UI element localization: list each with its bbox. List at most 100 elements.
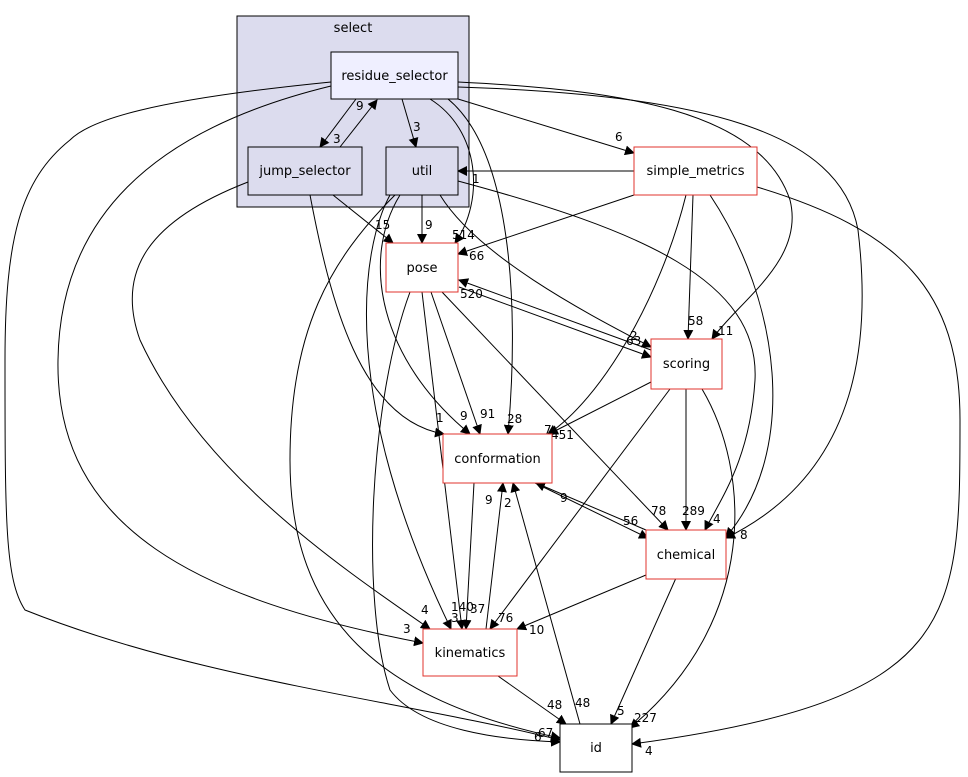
edge-pose-kinematics xyxy=(421,291,466,630)
edge-pose-conformation xyxy=(430,291,482,435)
edge-jump-selector-pose xyxy=(332,194,394,244)
edge-label-conformation-id: 48 xyxy=(575,696,590,710)
edge-label-util-conformation: 9 xyxy=(460,409,468,423)
edges xyxy=(4,81,961,748)
edge-jump-selector-conformation xyxy=(309,194,445,438)
edge-scoring-pose xyxy=(458,278,652,351)
edge-label-util-id: 6 xyxy=(534,730,542,744)
node-kinematics[interactable]: kinematics xyxy=(422,628,518,677)
edge-pose-id xyxy=(372,291,561,747)
edge-label-residue-selector-simple-metrics: 6 xyxy=(615,130,623,144)
node-label-residue-selector: residue_selector xyxy=(341,69,448,84)
edge-residue-selector-id xyxy=(4,81,561,743)
edge-simple-metrics-conformation xyxy=(547,194,687,435)
edge-label-id-conformation: 2 xyxy=(504,496,512,510)
edge-label-util-chemical: 4 xyxy=(713,512,721,526)
edge-conformation-chemical xyxy=(534,482,649,539)
edge-simple-metrics-scoring xyxy=(683,194,694,340)
edge-labels: 3 9 3 6 1 15 9 514 66 520 63 2 58 11 1 9… xyxy=(333,99,748,758)
edge-label-residue-selector-scoring: 11 xyxy=(718,324,733,338)
node-label-pose: pose xyxy=(407,261,438,276)
edge-label-kinematics-id: 48 xyxy=(547,698,562,712)
edge-simple-metrics-chemical xyxy=(709,194,774,538)
edge-scoring-id xyxy=(629,388,736,729)
edge-label-jump-selector-conformation: 1 xyxy=(436,411,444,425)
node-id[interactable]: id xyxy=(559,723,633,773)
edge-util-chemical xyxy=(457,180,756,531)
edge-label-scoring-conformation: 451 xyxy=(551,428,574,442)
node-label-util: util xyxy=(412,164,433,179)
edge-label-util-scoring: 2 xyxy=(630,329,638,343)
edge-label-scoring-kinematics: 76 xyxy=(498,611,513,625)
edge-simple-metrics-id xyxy=(631,186,961,748)
edge-id-conformation xyxy=(510,482,581,725)
edge-kinematics-id xyxy=(497,675,567,725)
edge-label-simple-metrics-scoring: 58 xyxy=(688,314,703,328)
edge-label-residue-selector-jump-selector: 3 xyxy=(333,132,341,146)
edge-conformation-kinematics xyxy=(461,482,475,630)
edge-label-simple-metrics-id: 4 xyxy=(645,744,653,758)
edge-residue-selector-util xyxy=(401,98,419,148)
node-conformation[interactable]: conformation xyxy=(442,433,553,484)
edge-label-jump-selector-kinematics: 4 xyxy=(421,603,429,617)
node-scoring[interactable]: scoring xyxy=(650,338,723,390)
edge-residue-selector-kinematics xyxy=(57,85,424,647)
edge-pose-chemical xyxy=(441,291,669,531)
edge-residue-selector-scoring xyxy=(457,81,793,340)
edge-label-jump-selector-residue-selector: 9 xyxy=(356,99,364,113)
edge-label-chemical-id: 5 xyxy=(617,704,625,718)
edge-label-chemical-conformation: 9 xyxy=(560,491,568,505)
node-util[interactable]: util xyxy=(385,146,459,196)
edge-simple-metrics-pose xyxy=(457,194,635,256)
edge-kinematics-conformation xyxy=(485,482,507,630)
node-residue-selector[interactable]: residue_selector xyxy=(330,51,459,100)
edge-label-residue-selector-kinematics: 3 xyxy=(403,622,411,636)
edge-label-residue-selector-conformation: 28 xyxy=(507,412,522,426)
edge-label-util-kinematics: 140 xyxy=(451,600,474,614)
edge-label-scoring-id: 227 xyxy=(634,711,657,725)
edge-util-id xyxy=(289,194,561,742)
edge-label-conformation-kinematics: 3 xyxy=(451,611,459,625)
node-label-scoring: scoring xyxy=(663,357,710,372)
edge-label-pose-scoring: 63 xyxy=(626,334,641,348)
nodes: residue_selector jump_selector util simp… xyxy=(247,51,758,773)
edge-residue-selector-simple-metrics xyxy=(457,98,635,156)
edge-label-simple-metrics-util: 1 xyxy=(472,172,480,186)
edge-util-kinematics xyxy=(365,194,452,630)
edge-scoring-conformation xyxy=(548,381,652,435)
node-pose[interactable]: pose xyxy=(385,242,459,293)
edge-label-pose-kinematics: 37 xyxy=(470,602,485,616)
edge-label-residue-selector-id: 67 xyxy=(538,726,553,740)
edge-label-residue-selector-chemical: 8 xyxy=(740,528,748,542)
edge-label-residue-selector-pose: 514 xyxy=(452,228,475,242)
cluster-label: select xyxy=(334,21,373,36)
edge-chemical-conformation xyxy=(535,481,647,531)
edge-label-scoring-chemical: 289 xyxy=(682,504,705,518)
edge-label-pose-chemical: 78 xyxy=(651,504,666,518)
edge-label-jump-selector-pose: 15 xyxy=(375,218,390,232)
edge-scoring-kinematics xyxy=(489,388,671,630)
node-label-conformation: conformation xyxy=(454,452,541,467)
node-label-kinematics: kinematics xyxy=(435,646,506,661)
edge-label-scoring-pose: 520 xyxy=(460,287,483,301)
edge-residue-selector-conformation xyxy=(447,98,514,435)
edge-util-scoring xyxy=(439,194,652,348)
node-label-jump-selector: jump_selector xyxy=(258,164,351,179)
node-chemical[interactable]: chemical xyxy=(645,529,727,580)
node-simple-metrics[interactable]: simple_metrics xyxy=(633,146,758,196)
edge-residue-selector-pose xyxy=(429,98,474,244)
edge-label-chemical-kinematics: 10 xyxy=(529,623,544,637)
edge-label-residue-selector-util: 3 xyxy=(413,120,421,134)
edge-label-kinematics-conformation: 9 xyxy=(485,493,493,507)
edge-chemical-kinematics xyxy=(516,574,647,631)
edge-jump-selector-residue-selector xyxy=(339,99,378,148)
edge-label-simple-metrics-conformation: 7 xyxy=(544,423,552,437)
edge-label-util-pose: 9 xyxy=(425,218,433,232)
edge-residue-selector-jump-selector xyxy=(319,98,357,148)
edge-label-conformation-chemical: 56 xyxy=(623,514,638,528)
edge-jump-selector-kinematics xyxy=(131,181,431,630)
edge-label-simple-metrics-pose: 66 xyxy=(469,249,484,263)
node-label-id: id xyxy=(590,741,602,756)
node-jump-selector[interactable]: jump_selector xyxy=(247,146,363,196)
